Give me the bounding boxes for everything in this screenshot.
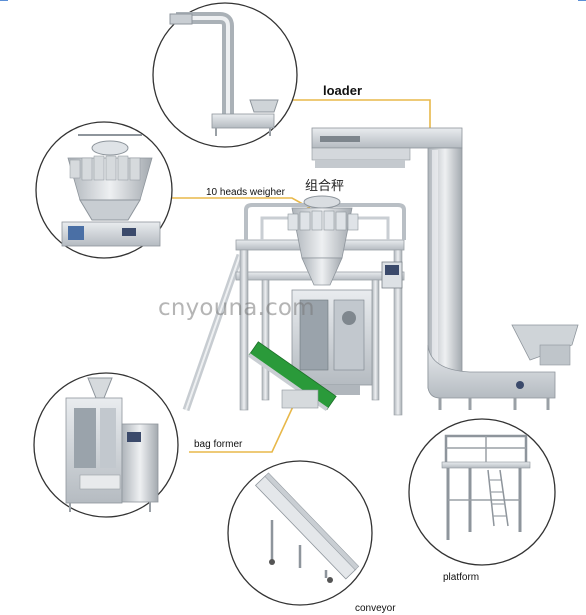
bucket-elevator: [311, 127, 579, 410]
watermark-text: cnyouna.com: [158, 295, 315, 321]
platform-leg-right: [393, 249, 403, 416]
bag-former-circle: [33, 372, 179, 518]
loader-circle: [152, 2, 298, 148]
conveyor-label: conveyor: [355, 603, 396, 614]
machine-chinese-label: 组合秤: [305, 179, 345, 194]
loader-leader-line: [272, 99, 431, 140]
bag-former-label: bag former: [194, 439, 243, 450]
platform-label: platform: [443, 572, 480, 583]
platform-leg-left: [239, 249, 249, 411]
bag-former-leader-line: [189, 399, 297, 453]
loader-label: loader: [323, 83, 363, 98]
platform-circle: [408, 418, 556, 566]
main-machine: [182, 195, 406, 416]
conveyor-circle: [227, 460, 373, 606]
weigher-circle: [35, 121, 173, 259]
weigher-label: 10 heads weigher: [206, 187, 285, 198]
